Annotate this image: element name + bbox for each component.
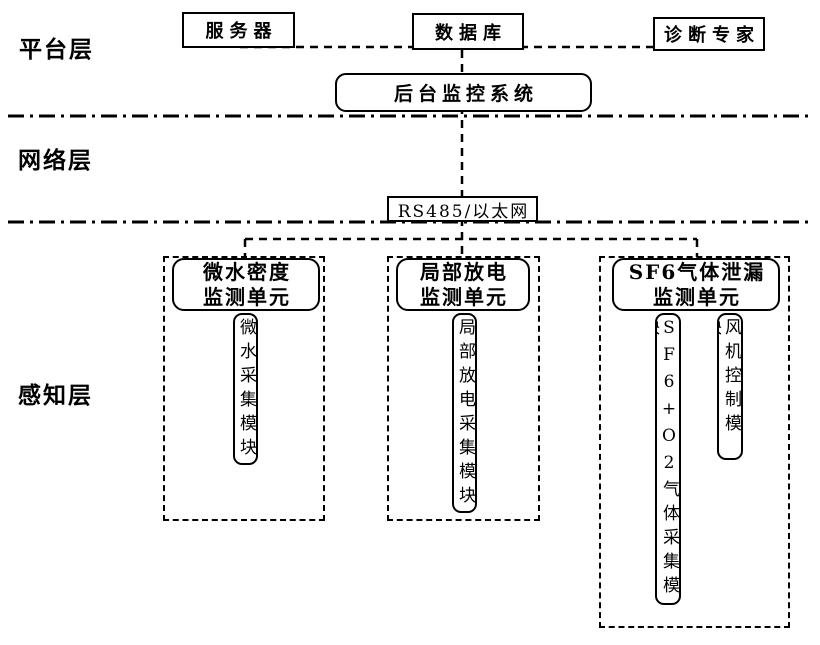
rs485-ethernet-bus-node: RS485/以太网	[387, 196, 538, 222]
unit-title-line2: 监测单元	[653, 284, 741, 309]
unit-title-line1: 局部放电	[420, 259, 508, 284]
unit-micro-water-density: 微水密度 监测单元 微水采集模块	[163, 256, 325, 521]
module-partial-discharge-acquisition: 局部放电采集模块	[452, 313, 477, 513]
unit-title-line1: SF6气体泄漏	[628, 259, 766, 284]
module-micro-water-acquisition: 微水采集模块	[233, 313, 258, 465]
server-node: 服务器	[182, 12, 295, 48]
unit-title-line2: 监测单元	[203, 284, 291, 309]
unit-sf6-gas-leak-title: SF6气体泄漏 监测单元	[612, 258, 780, 311]
module-sf6-o2-gas-acquisition: SF6+O2气体采集模块	[655, 313, 681, 605]
unit-partial-discharge: 局部放电 监测单元 局部放电采集模块	[387, 256, 540, 521]
unit-micro-water-density-title: 微水密度 监测单元	[172, 258, 320, 311]
layer-label-network: 网络层	[18, 147, 93, 174]
unit-partial-discharge-title: 局部放电 监测单元	[396, 258, 530, 311]
layer-label-platform: 平台层	[19, 36, 94, 63]
diagnosis-expert-node: 诊断专家	[653, 17, 765, 51]
module-fan-control: 风机控制模块	[717, 313, 743, 460]
monitor-system-node: 后台监控系统	[335, 73, 592, 112]
database-node: 数据库	[412, 13, 524, 50]
unit-title-line1: 微水密度	[203, 259, 291, 284]
unit-sf6-gas-leak: SF6气体泄漏 监测单元 SF6+O2气体采集模块 风机控制模块	[599, 256, 790, 628]
unit-title-line2: 监测单元	[420, 284, 508, 309]
layer-label-perception: 感知层	[18, 382, 93, 409]
